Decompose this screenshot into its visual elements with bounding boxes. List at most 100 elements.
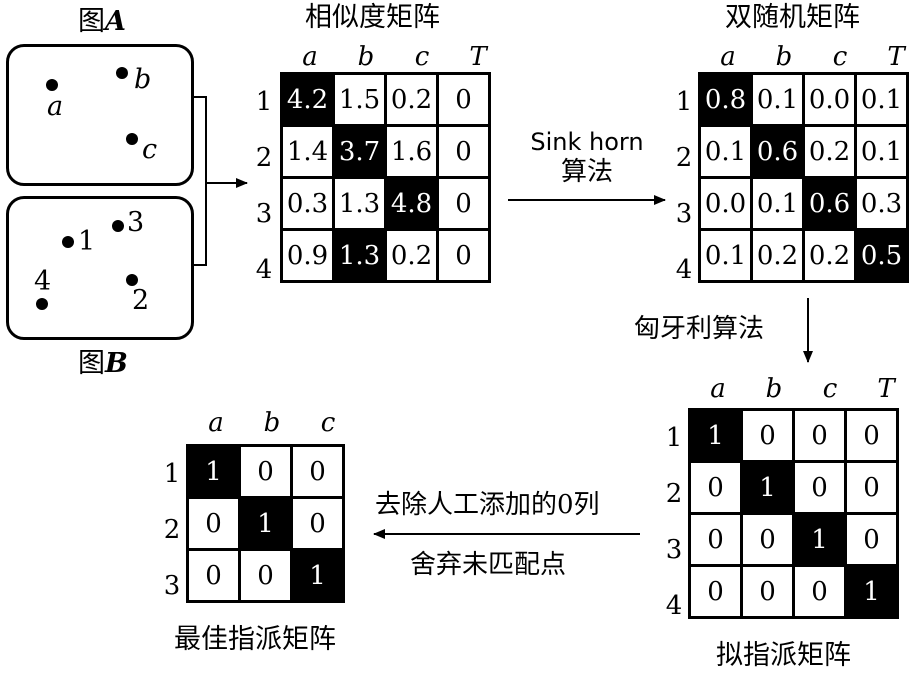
col-header: b — [263, 408, 281, 438]
row-header: 2 — [665, 479, 683, 509]
matrix-cell: 0.2 — [802, 228, 857, 283]
matrix-row: 0.0 0.1 0.6 0.3 — [698, 176, 909, 231]
matrix-cell: 1 — [290, 548, 345, 603]
col-header: a — [720, 42, 736, 72]
figure-b-box — [6, 196, 194, 340]
matrix-cell: 0.1 — [854, 72, 909, 127]
col-header: c — [832, 42, 848, 72]
point-1-label: 1 — [78, 226, 96, 257]
matrix-cell: 0.3 — [854, 176, 909, 231]
figure-b-title: 图B — [78, 348, 128, 379]
proposed-assignment-row-headers: 1 2 3 4 — [662, 410, 686, 634]
matrix-cell: 0.2 — [384, 72, 439, 127]
matrix-cell: 0 — [436, 124, 491, 179]
matrix-cell: 1 — [844, 564, 899, 619]
matrix-cell: 0 — [688, 564, 743, 619]
matrix-cell: 0 — [688, 512, 743, 567]
col-header: a — [208, 408, 224, 438]
row-header: 2 — [255, 143, 273, 173]
matrix-cell: 0 — [740, 564, 795, 619]
matrix-cell: 4.8 — [384, 176, 439, 231]
point-a-dot — [46, 79, 58, 91]
remove-label-line2: 舍弃未匹配点 — [410, 550, 567, 580]
hungarian-label: 匈牙利算法 — [634, 314, 765, 344]
col-header: b — [775, 42, 793, 72]
matrix-row: 1 0 0 — [186, 444, 345, 499]
row-header: 3 — [255, 199, 273, 229]
matrix-cell: 0.2 — [750, 228, 805, 283]
matrix-row: 0 0 0 1 — [688, 564, 899, 619]
matrix-cell: 0.0 — [802, 72, 857, 127]
figure-a-box — [6, 44, 194, 186]
point-1-dot — [62, 236, 74, 248]
doubly-stochastic-title: 双随机矩阵 — [725, 2, 860, 33]
matrix-cell: 0 — [290, 496, 345, 551]
matrix-row: 0.1 0.6 0.2 0.1 — [698, 124, 909, 179]
point-c-label: c — [142, 134, 158, 165]
col-header: T — [887, 42, 905, 72]
row-header: 3 — [675, 199, 693, 229]
matrix-cell: 0.3 — [280, 176, 335, 231]
doubly-stochastic-matrix: 0.8 0.1 0.0 0.1 0.1 0.6 0.2 0.1 0.0 0.1 … — [698, 72, 909, 283]
point-3-label: 3 — [127, 207, 145, 238]
row-header: 4 — [255, 255, 273, 285]
point-2-label: 2 — [132, 285, 150, 316]
col-header: b — [357, 42, 375, 72]
col-header: T — [877, 374, 895, 404]
matrix-cell: 0.5 — [854, 228, 909, 283]
row-header: 1 — [665, 423, 683, 453]
matrix-cell: 0.9 — [280, 228, 335, 283]
matrix-cell: 0 — [792, 408, 847, 463]
matrix-cell: 0.1 — [698, 124, 753, 179]
point-b-label: b — [134, 64, 152, 95]
col-header: c — [822, 374, 838, 404]
similarity-title: 相似度矩阵 — [305, 2, 440, 33]
col-header: c — [320, 408, 336, 438]
matrix-cell: 0.1 — [750, 72, 805, 127]
point-b-dot — [116, 67, 128, 79]
matrix-cell: 0 — [792, 564, 847, 619]
matrix-cell: 0.1 — [750, 176, 805, 231]
matrix-cell: 0 — [740, 408, 795, 463]
optimal-assignment-row-headers: 1 2 3 — [160, 446, 184, 614]
matrix-cell: 1 — [688, 408, 743, 463]
matrix-cell: 4.2 — [280, 72, 335, 127]
col-header: b — [765, 374, 783, 404]
matrix-row: 1 0 0 0 — [688, 408, 899, 463]
matrix-row: 0.3 1.3 4.8 0 — [280, 176, 491, 231]
matrix-cell: 1 — [186, 444, 241, 499]
matrix-cell: 3.7 — [332, 124, 387, 179]
row-header: 4 — [665, 591, 683, 621]
matrix-cell: 0 — [844, 512, 899, 567]
point-a-label: a — [47, 91, 64, 122]
proposed-assignment-matrix: 1 0 0 0 0 1 0 0 0 0 1 0 0 0 0 1 — [688, 408, 899, 619]
matrix-cell: 0 — [238, 548, 293, 603]
matrix-cell: 0 — [436, 176, 491, 231]
proposed-assignment-title: 拟指派矩阵 — [716, 640, 851, 671]
optimal-assignment-title: 最佳指派矩阵 — [174, 624, 336, 655]
matrix-cell: 0.2 — [384, 228, 439, 283]
similarity-col-headers: a b c T — [282, 44, 506, 70]
matrix-row: 0 0 1 — [186, 548, 345, 603]
matrix-cell: 1.4 — [280, 124, 335, 179]
optimal-assignment-matrix: 1 0 0 0 1 0 0 0 1 — [186, 444, 345, 603]
figures-to-similarity-bracket — [194, 96, 207, 266]
matrix-cell: 0.2 — [802, 124, 857, 179]
matrix-cell: 0.6 — [802, 176, 857, 231]
row-header: 3 — [665, 535, 683, 565]
matrix-cell: 0 — [436, 72, 491, 127]
matrix-cell: 0.0 — [698, 176, 753, 231]
sinkhorn-label-line2: 算法 — [560, 157, 613, 187]
matrix-cell: 1.5 — [332, 72, 387, 127]
matrix-row: 0 1 0 — [186, 496, 345, 551]
proposed-assignment-col-headers: a b c T — [690, 376, 914, 402]
matrix-cell: 1 — [238, 496, 293, 551]
col-header: a — [302, 42, 318, 72]
row-header: 3 — [163, 571, 181, 601]
matrix-cell: 1.3 — [332, 176, 387, 231]
sinkhorn-label: Sink horn 算法 — [512, 127, 662, 187]
point-4-label: 4 — [34, 266, 52, 297]
matrix-row: 0.1 0.2 0.2 0.5 — [698, 228, 909, 283]
point-c-dot — [126, 133, 138, 145]
